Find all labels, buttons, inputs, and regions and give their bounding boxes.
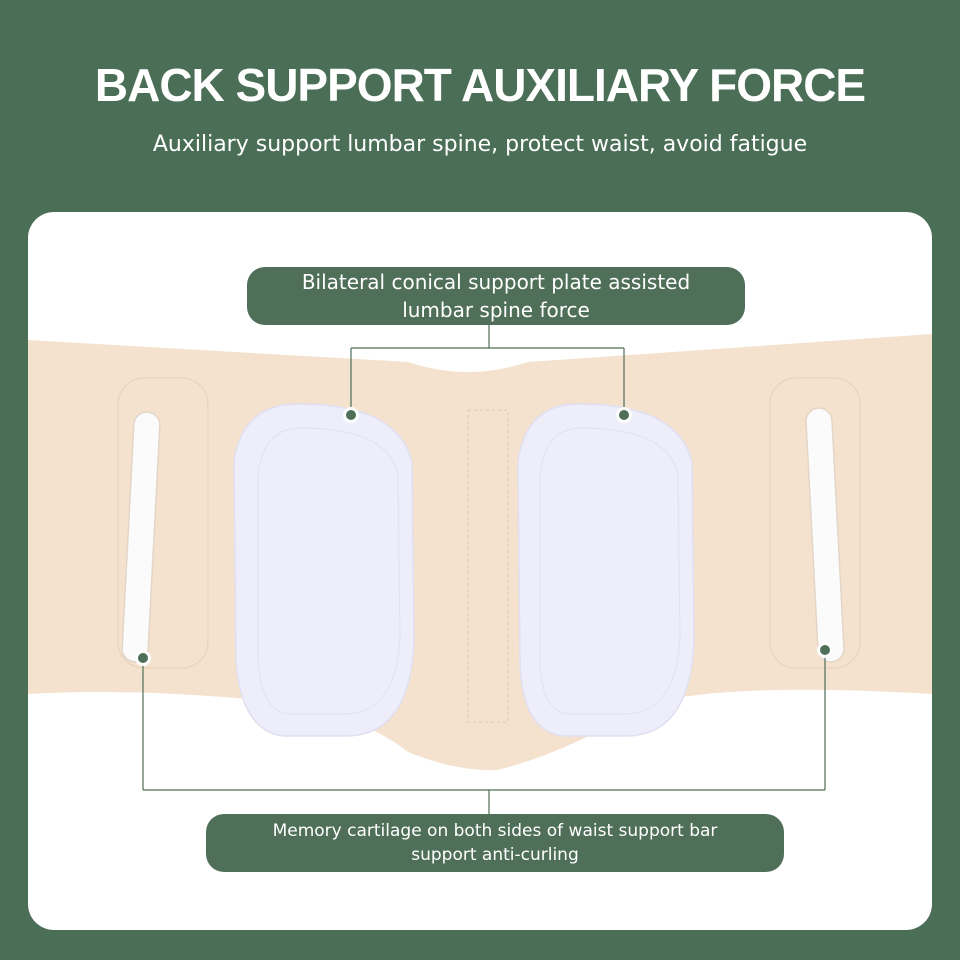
bottom-callout-connector <box>142 650 826 814</box>
bottom-callout-line2: support anti-curling <box>411 845 579 865</box>
top-callout-label: Bilateral conical support plate assisted… <box>247 267 745 325</box>
right-bar-pocket <box>769 377 861 669</box>
page-title: BACK SUPPORT AUXILIARY FORCE <box>94 59 866 111</box>
bottom-callout-label: Memory cartilage on both sides of waist … <box>206 814 784 872</box>
belt-illustration <box>28 325 932 814</box>
marker-dots <box>135 407 833 666</box>
left-plate-inner-line <box>257 427 401 715</box>
top-callout-connector <box>350 325 625 414</box>
product-panel: Bilateral conical support plate assisted… <box>28 212 932 930</box>
top-callout-line2: lumbar spine force <box>402 298 590 322</box>
left-bar-pocket <box>117 377 209 669</box>
left-support-bar <box>121 411 161 663</box>
right-support-bar <box>805 407 845 663</box>
top-callout-line1: Bilateral conical support plate assisted <box>301 270 691 294</box>
page-subtitle: Auxiliary support lumbar spine, protect … <box>152 132 808 157</box>
center-seam <box>467 409 509 723</box>
bottom-callout-line1: Memory cartilage on both sides of waist … <box>272 821 718 841</box>
right-plate-inner-line <box>539 427 681 715</box>
right-support-plate <box>517 403 695 737</box>
left-support-plate <box>233 403 415 737</box>
waist-belt <box>28 334 932 771</box>
